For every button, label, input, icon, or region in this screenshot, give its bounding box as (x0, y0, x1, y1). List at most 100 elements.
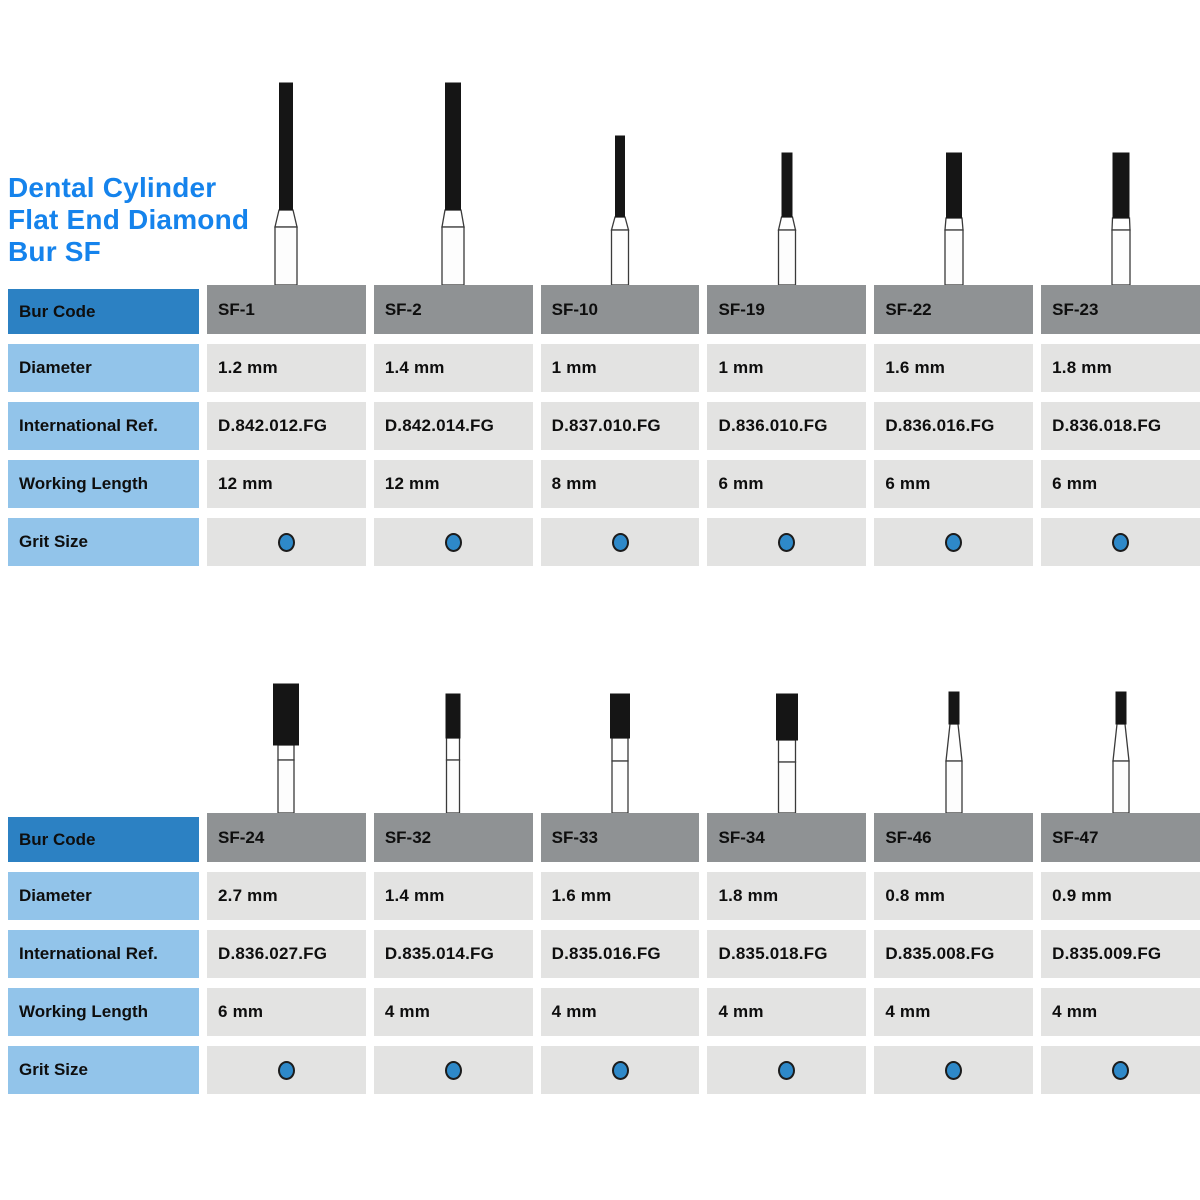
working-length-cell: 4 mm (1041, 988, 1200, 1036)
bur-illustration (944, 691, 964, 814)
page-title-line-1: Dental Cylinder (8, 172, 217, 203)
bur-illustration (610, 135, 631, 286)
grit-dot (444, 532, 462, 552)
grit-size-cell (1041, 518, 1200, 566)
bur-illustrations-2 (8, 683, 1200, 814)
bur-code-cell: SF-47 (1041, 813, 1200, 862)
bur-illustration (1111, 691, 1131, 814)
international-ref-cell: D.835.009.FG (1041, 930, 1200, 978)
working-length-cell: 4 mm (874, 988, 1034, 1036)
bur-code-cell: SF-34 (707, 813, 867, 862)
bur-image-sf-46 (945, 691, 963, 814)
grit-size-cell (207, 1046, 366, 1094)
bur-image-sf-34 (775, 693, 798, 814)
bur-illustration (271, 683, 301, 814)
grit-dot (945, 532, 963, 552)
row-label-international-ref: International Ref. (8, 930, 199, 978)
bur-illustration (776, 152, 797, 286)
bur-illustration (774, 693, 800, 814)
bur-illustration (608, 693, 632, 814)
working-length-cell: 6 mm (874, 460, 1034, 508)
bur-illustration (440, 82, 466, 286)
row-label-working-length: Working Length (8, 988, 199, 1036)
bur-image-sf-2 (441, 82, 466, 286)
grit-size-cell (373, 518, 533, 566)
international-ref-cell: D.836.018.FG (1041, 402, 1200, 450)
working-length-cell: 6 mm (707, 460, 867, 508)
row-label-diameter: Diameter (8, 872, 199, 920)
bur-image-sf-32 (445, 693, 461, 814)
diameter-cell: 1 mm (540, 344, 700, 392)
bur-image-sf-24 (273, 683, 300, 814)
diameter-cell: 0.9 mm (1041, 872, 1200, 920)
international-ref-cell: D.836.016.FG (874, 402, 1034, 450)
bur-code-cell: SF-22 (874, 285, 1034, 334)
grit-dot (1112, 532, 1130, 552)
bur-code-cell: SF-10 (540, 285, 700, 334)
grit-size-cell (707, 1046, 867, 1094)
row-label-bur-code: Bur Code (8, 289, 199, 334)
grit-size-cell (874, 518, 1034, 566)
diameter-cell: 1.8 mm (707, 872, 867, 920)
row-label-diameter: Diameter (8, 344, 199, 392)
diameter-cell: 1.4 mm (373, 872, 533, 920)
bur-illustration (943, 152, 965, 286)
grit-size-cell (1041, 1046, 1200, 1094)
diameter-cell: 2.7 mm (207, 872, 366, 920)
page-title: Dental Cylinder Flat End Diamond Bur SF (8, 172, 249, 268)
international-ref-cell: D.842.012.FG (207, 402, 366, 450)
grit-dot (611, 1060, 629, 1080)
international-ref-cell: D.836.027.FG (207, 930, 366, 978)
grit-dot (611, 532, 629, 552)
row-label-international-ref: International Ref. (8, 402, 199, 450)
working-length-cell: 4 mm (373, 988, 533, 1036)
row-label-grit-size: Grit Size (8, 518, 199, 566)
bur-image-sf-23 (1110, 152, 1131, 286)
international-ref-cell: D.835.008.FG (874, 930, 1034, 978)
working-length-cell: 6 mm (207, 988, 366, 1036)
grit-dot (778, 1060, 796, 1080)
bur-code-cell: SF-23 (1041, 285, 1200, 334)
bur-image-sf-33 (610, 693, 631, 814)
working-length-cell: 8 mm (540, 460, 700, 508)
grit-dot (444, 1060, 462, 1080)
working-length-cell: 4 mm (707, 988, 867, 1036)
grit-size-cell (874, 1046, 1034, 1094)
bur-illustration (1110, 152, 1132, 286)
grit-size-cell (707, 518, 867, 566)
bur-code-cell: SF-19 (707, 285, 867, 334)
row-label-working-length: Working Length (8, 460, 199, 508)
bur-code-cell: SF-24 (207, 813, 366, 862)
page-title-line-3: Bur SF (8, 236, 101, 267)
grit-dot (277, 1060, 295, 1080)
working-length-cell: 4 mm (540, 988, 700, 1036)
grit-dot (945, 1060, 963, 1080)
bur-code-cell: SF-32 (373, 813, 533, 862)
bur-image-sf-1 (274, 82, 299, 286)
international-ref-cell: D.837.010.FG (540, 402, 700, 450)
working-length-cell: 12 mm (207, 460, 366, 508)
grit-size-cell (373, 1046, 533, 1094)
bur-image-sf-22 (944, 152, 964, 286)
working-length-cell: 6 mm (1041, 460, 1200, 508)
grit-size-cell (540, 518, 700, 566)
diameter-cell: 1.6 mm (874, 344, 1034, 392)
grit-dot (277, 532, 295, 552)
diameter-cell: 1.6 mm (540, 872, 700, 920)
international-ref-cell: D.835.018.FG (707, 930, 867, 978)
diameter-cell: 0.8 mm (874, 872, 1034, 920)
page-title-line-2: Flat End Diamond (8, 204, 250, 235)
row-label-bur-code: Bur Code (8, 817, 199, 862)
diameter-cell: 1.4 mm (373, 344, 533, 392)
bur-code-cell: SF-33 (540, 813, 700, 862)
international-ref-cell: D.835.016.FG (540, 930, 700, 978)
bur-illustration (444, 693, 463, 814)
diameter-cell: 1 mm (707, 344, 867, 392)
bur-code-cell: SF-2 (373, 285, 533, 334)
diameter-cell: 1.2 mm (207, 344, 366, 392)
